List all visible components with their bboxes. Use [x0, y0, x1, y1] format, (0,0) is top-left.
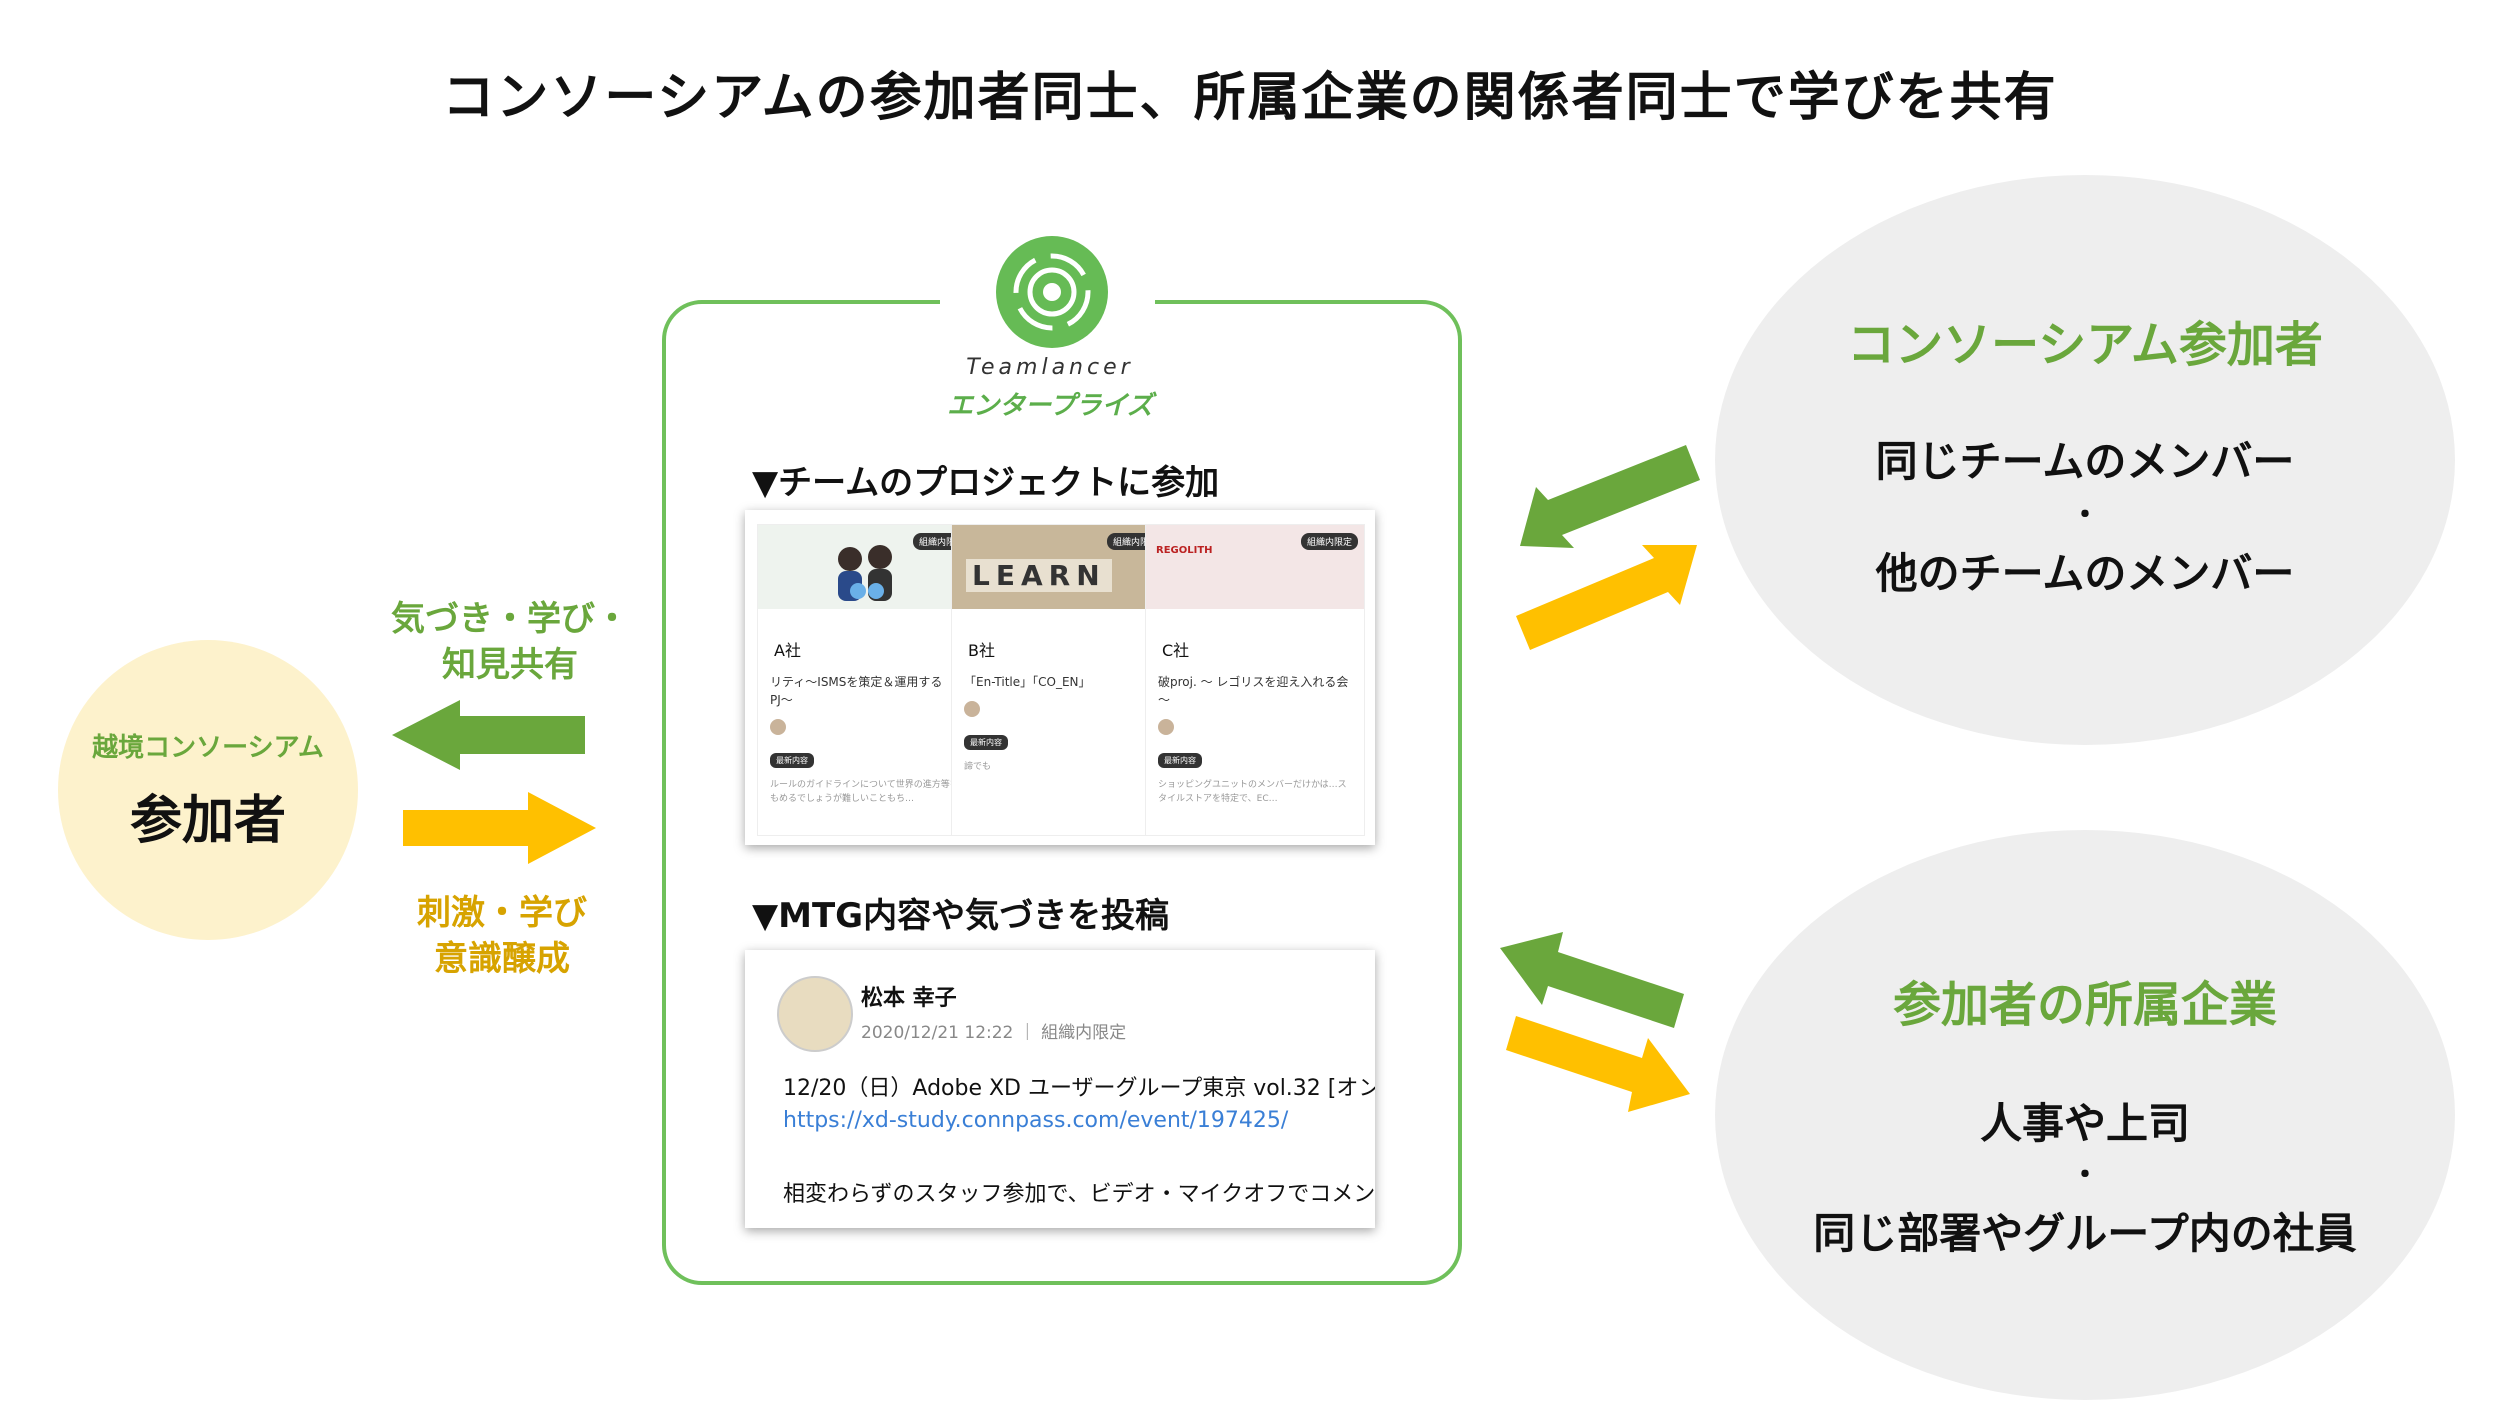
- avatar: [777, 976, 853, 1052]
- card-owner: [1158, 719, 1364, 735]
- affiliated-companies-circle: [1715, 830, 2455, 1400]
- card-chip: 最新内容: [964, 735, 1008, 750]
- card-company: C社: [1162, 641, 1190, 660]
- project-card-image: 組織内限定: [758, 525, 976, 609]
- consortium-members-circle: [1715, 175, 2455, 745]
- arrow-right-gold: [403, 792, 596, 864]
- same-department-employees: 同じ部署やグループ内の社員: [1813, 1209, 2357, 1258]
- project-card-c[interactable]: 組織内限定 REGOLITH C社 破proj. 〜 レゴリスを迎え入れる会 〜…: [1145, 524, 1365, 836]
- avatar: [770, 719, 786, 735]
- card-tag: 組織内限定: [1300, 533, 1358, 550]
- card-company: A社: [774, 641, 801, 660]
- participant-circle: 越境コンソーシアム 参加者: [58, 640, 358, 940]
- section-post-mtg: ▼MTG内容や気づきを投稿: [752, 896, 1170, 936]
- stimulus-label-line1: 刺激・学び: [417, 893, 587, 933]
- project-card-b[interactable]: 組織内限定 LEARN B社 「En-Title」「CO_EN」 最新内容 諦で…: [951, 524, 1171, 836]
- arrow-left-green: [392, 700, 585, 770]
- card-chip: 最新内容: [770, 753, 814, 768]
- stimulus-label-line2: 意識醸成: [434, 939, 570, 979]
- consortium-members-title: コンソーシアム参加者: [1847, 317, 2323, 373]
- participant-sub-label: 越境コンソーシアム: [92, 733, 324, 763]
- avatar: [964, 701, 980, 717]
- card-owner: [770, 719, 976, 735]
- arrow-bottom-gold: [1506, 1016, 1690, 1112]
- stimulus-label: 刺激・学び 意識醸成: [352, 890, 652, 982]
- card-description: 「En-Title」「CO_EN」: [964, 675, 1091, 689]
- post-link[interactable]: https://xd-study.connpass.com/event/1974…: [783, 1108, 1289, 1133]
- post-screenshot: 松本 幸子 2020/12/21 12:22 ｜ 組織内限定 12/20（日）A…: [745, 950, 1375, 1228]
- separator-dot: ・: [2070, 1158, 2100, 1193]
- hr-and-boss: 人事や上司: [1979, 1099, 2190, 1148]
- arrow-top-green: [1520, 445, 1700, 548]
- post-text-line2: 相変わらずのスタッフ参加で、ビデオ・マイクオフでコメント拾: [783, 1182, 1375, 1207]
- people-illustration-icon: [838, 545, 892, 601]
- card-description: 破proj. 〜 レゴリスを迎え入れる会 〜: [1158, 675, 1349, 707]
- card-footer: 諦でも: [964, 762, 992, 772]
- card-company: B社: [968, 641, 995, 660]
- post-date: 2020/12/21 12:22 ｜ 組織内限定: [861, 1023, 1127, 1043]
- card-footer: ショッピングユニットのメンバーだけかは…スタイルストアを特定で、EC…: [1158, 780, 1347, 804]
- project-cards-screenshot: 組織内限定 A社 リティ〜ISMSを策定＆運用するPJ〜 最新内容 ルールのガイ…: [745, 510, 1375, 845]
- project-card-image: 組織内限定 REGOLITH: [1146, 525, 1364, 609]
- share-label-line1: 気づき・学び・: [391, 599, 629, 639]
- project-card-image: 組織内限定 LEARN: [952, 525, 1170, 609]
- brand-subtitle: エンタープライズ: [947, 391, 1153, 421]
- card-footer: ルールのガイドラインについて世界の進方等をもめるでしょうが難しいこともち…: [770, 780, 959, 804]
- brand-name: Teamlancer: [966, 355, 1134, 380]
- card-description: リティ〜ISMSを策定＆運用するPJ〜: [770, 675, 943, 707]
- page-title: コンソーシアムの参加者同士、所属企業の関係者同士で学びを共有: [442, 68, 2058, 128]
- project-card-a[interactable]: 組織内限定 A社 リティ〜ISMSを策定＆運用するPJ〜 最新内容 ルールのガイ…: [757, 524, 977, 836]
- card-owner: [964, 701, 1170, 717]
- arrow-top-gold: [1516, 545, 1697, 650]
- post-author: 松本 幸子: [861, 986, 957, 1011]
- other-team-members: 他のチームのメンバー: [1875, 549, 2295, 598]
- separator-dot: ・: [2070, 498, 2100, 533]
- regolith-logo: REGOLITH: [1156, 545, 1213, 556]
- post-text-line1: 12/20（日）Adobe XD ユーザーグループ東京 vol.32 [オンライ: [783, 1076, 1375, 1101]
- teamlancer-logo-icon: [996, 236, 1108, 348]
- section-join-project: ▼チームのプロジェクトに参加: [752, 463, 1220, 503]
- share-label: 気づき・学び・ 知見共有: [360, 596, 660, 688]
- avatar: [1158, 719, 1174, 735]
- affiliated-companies-title: 参加者の所属企業: [1892, 977, 2277, 1033]
- card-chip: 最新内容: [1158, 753, 1202, 768]
- learn-blocks: LEARN: [966, 559, 1112, 592]
- arrow-bottom-green: [1500, 932, 1684, 1028]
- participant-main-label: 参加者: [129, 791, 286, 851]
- share-label-line2: 知見共有: [442, 645, 578, 685]
- same-team-members: 同じチームのメンバー: [1875, 437, 2295, 486]
